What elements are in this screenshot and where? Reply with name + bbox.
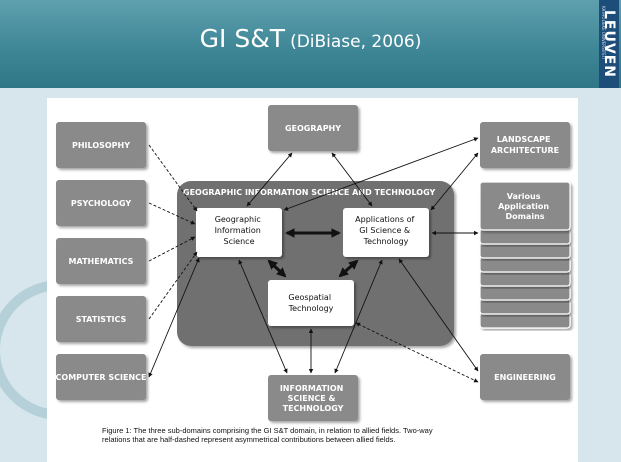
mathematics-label: MATHEMATICS	[69, 257, 134, 266]
svg-text:Various Application: Various Application Domains	[498, 192, 552, 221]
arrow-landscape-gis	[283, 137, 479, 211]
arrow-landscape-applications	[430, 152, 479, 211]
applications-line-2: GI Science &	[359, 226, 410, 235]
various-domains-stack	[479, 181, 571, 329]
caption-line-1: Figure 1: The three sub-domains comprisi…	[102, 426, 433, 435]
gist-diagram: GEOGRAPHIC INFORMATION SCIENCE AND TECHN…	[56, 105, 571, 421]
logo-text: LEUVEN	[601, 10, 617, 78]
geospatial-box	[268, 280, 354, 326]
landscape-line-2: ARCHITECTURE	[491, 146, 559, 155]
various-line-3: Domains	[505, 212, 544, 221]
caption-line-2: relations that are half-dashed represent…	[102, 435, 396, 444]
figure-caption: Figure 1: The three sub-domains comprisi…	[102, 426, 572, 444]
psychology-label: PSYCHOLOGY	[71, 199, 132, 208]
gis-line-1: Geographic	[215, 215, 261, 224]
gis-line-2: Information	[215, 226, 261, 235]
info-science-line-1: INFORMATION	[280, 384, 344, 393]
landscape-line-1: LANDSCAPE	[497, 135, 551, 144]
applications-line-3: Technology	[363, 237, 409, 246]
svg-text:LANDSCAPE ARCHITECTURE: LANDSCAPE ARCHITECTURE	[491, 135, 559, 155]
slide-title: GI S&T (DiBiase, 2006)	[0, 24, 621, 53]
figure-panel: GEOGRAPHIC INFORMATION SCIENCE AND TECHN…	[47, 98, 578, 462]
philosophy-box	[56, 122, 146, 168]
arrow-mathematics-gis	[148, 236, 196, 262]
logo-small-text: KATHOLIEKE UNIVERSITEIT	[601, 6, 606, 60]
info-science-line-3: TECHNOLOGY	[283, 404, 344, 413]
gist-label: GEOGRAPHIC INFORMATION SCIENCE AND TECHN…	[183, 188, 435, 197]
slide-title-citation: (DiBiase, 2006)	[290, 32, 422, 52]
geospatial-line-1: Geospatial	[288, 293, 331, 302]
arrow-info-science-gis	[238, 259, 288, 374]
slide-title-main: GI S&T	[199, 24, 285, 53]
engineering-box	[480, 354, 570, 400]
arrow-psychology-gis	[148, 202, 196, 225]
arrow-philosophy-gis	[148, 144, 198, 212]
university-logo: KATHOLIEKE UNIVERSITEIT LEUVEN	[599, 0, 619, 88]
svg-text:Applications of GI Sci: Applications of GI Science & Technology	[355, 215, 417, 246]
svg-text:Geospatial Technology: Geospatial Technology	[288, 293, 334, 313]
computer-science-label: COMPUTER SCIENCE	[56, 373, 147, 382]
engineering-label: ENGINEERING	[494, 373, 556, 382]
geospatial-line-2: Technology	[288, 304, 334, 313]
slide-header: GI S&T (DiBiase, 2006)	[0, 0, 621, 88]
philosophy-label: PHILOSOPHY	[72, 141, 130, 150]
various-line-1: Various	[507, 192, 541, 201]
statistics-label: STATISTICS	[76, 315, 127, 324]
psychology-box	[56, 180, 146, 226]
left-boxes: PHILOSOPHY PSYCHOLOGY MATHEMATICS STATIS…	[56, 122, 147, 400]
statistics-box	[56, 296, 146, 342]
gis-box	[196, 208, 282, 257]
applications-box	[343, 208, 429, 257]
info-science-line-2: SCIENCE &	[288, 394, 336, 403]
mathematics-box	[56, 238, 146, 284]
geography-label: GEOGRAPHY	[285, 124, 341, 133]
arrow-info-science-applications	[334, 259, 383, 374]
svg-text:Geographic Information: Geographic Information Science	[215, 215, 264, 246]
various-line-2: Application	[498, 202, 549, 211]
computer-science-box	[56, 354, 146, 400]
applications-line-1: Applications of	[355, 215, 414, 224]
gis-line-3: Science	[223, 237, 254, 246]
landscape-box	[480, 122, 570, 168]
svg-text:INFORMATION SCIENCE &: INFORMATION SCIENCE & TECHNOLOGY	[280, 384, 346, 413]
various-domains-box	[479, 181, 571, 231]
info-science-box	[268, 375, 358, 421]
arrow-computer-science-gis	[148, 257, 200, 378]
